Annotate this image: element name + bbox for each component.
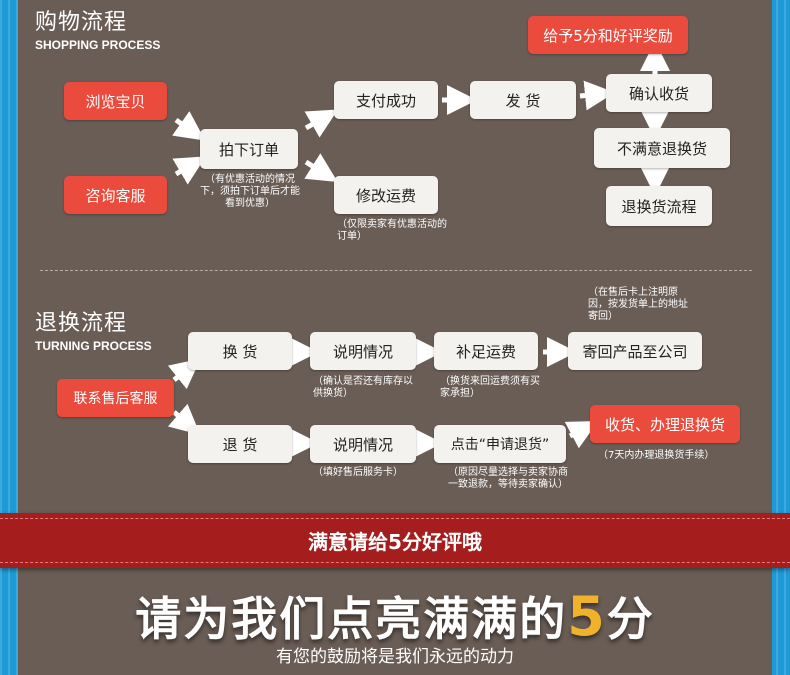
returns-title-cn: 退换流程 <box>35 311 128 336</box>
reward-box: 给予5分和好评奖励 <box>528 16 688 54</box>
headline: 请为我们点亮满满的5分 <box>0 583 790 649</box>
section-divider <box>40 270 752 271</box>
exchange-box: 换 货 <box>188 332 292 370</box>
modify-note: （仅限卖家有优惠活动的订单） <box>337 219 447 242</box>
refund-box: 退 货 <box>188 425 292 463</box>
explain2-box: 说明情况 <box>310 425 416 463</box>
send-back-note: （在售后卡上注明原因，按发货单上的地址寄回） <box>588 287 688 322</box>
browse-box: 浏览宝贝 <box>64 82 167 120</box>
returns-title: 退换流程 TURNING PROCESS <box>35 305 152 353</box>
unsatisfied-box: 不满意退换货 <box>594 128 730 168</box>
add-freight-box: 补足运费 <box>434 332 538 370</box>
order-note: （有优惠活动的情况下，须拍下订单后才能看到优惠） <box>200 174 300 209</box>
order-box: 拍下订单 <box>200 129 298 169</box>
returns-title-en: TURNING PROCESS <box>35 339 152 353</box>
confirm-box: 确认收货 <box>606 74 712 112</box>
receive-note: （7天内办理退换货手续） <box>598 450 715 461</box>
explain1-box: 说明情况 <box>310 332 416 370</box>
apply-return-box: 点击“申请退货” <box>434 425 566 463</box>
pay-success-box: 支付成功 <box>334 81 438 119</box>
modify-freight-box: 修改运费 <box>334 176 438 214</box>
shopping-title-cn: 购物流程 <box>35 10 128 35</box>
apply-return-note: （原因尽量选择与卖家协商一致退款，等待卖家确认） <box>448 467 568 490</box>
banner-text: 满意请给5分好评哦 <box>308 530 482 554</box>
headline-number: 5 <box>567 585 607 648</box>
return-flow-box: 退换货流程 <box>606 186 712 226</box>
consult-box: 咨询客服 <box>64 176 167 214</box>
shopping-title-en: SHOPPING PROCESS <box>35 38 161 52</box>
send-back-box: 寄回产品至公司 <box>568 332 702 370</box>
headline-pre: 请为我们点亮满满的 <box>135 592 568 646</box>
headline-post: 分 <box>606 592 655 646</box>
subline: 有您的鼓励将是我们永远的动力 <box>276 647 514 667</box>
explain1-note: （确认是否还有库存以供换货） <box>313 376 413 399</box>
ship-box: 发 货 <box>470 81 576 119</box>
explain2-note: （填好售后服务卡） <box>313 467 403 478</box>
rating-banner: 满意请给5分好评哦 <box>0 513 790 568</box>
receive-box: 收货、办理退换货 <box>590 405 740 443</box>
shopping-title: 购物流程 SHOPPING PROCESS <box>35 4 160 52</box>
add-freight-note: （换货来回运费须有买家承担） <box>440 376 540 399</box>
contact-box: 联系售后客服 <box>57 379 174 417</box>
